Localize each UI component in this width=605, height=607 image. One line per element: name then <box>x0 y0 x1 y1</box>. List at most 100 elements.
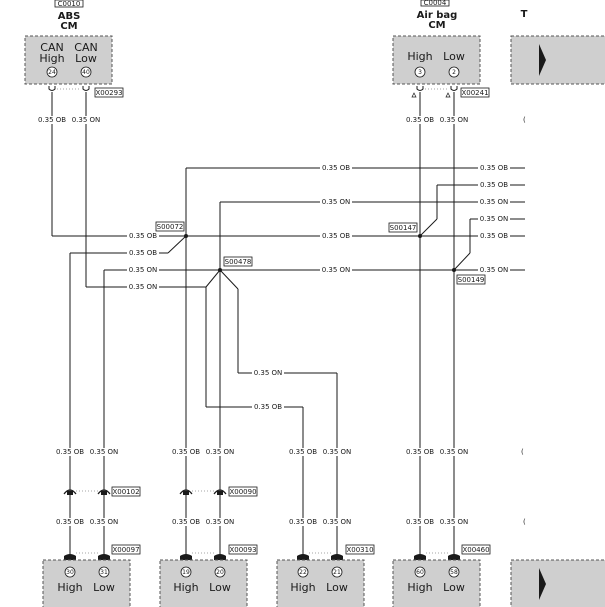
wire-label: 0.35 ON <box>72 116 101 124</box>
bottom-module-3[interactable]: X00310 22 21 High Low <box>276 544 375 607</box>
airbag-pin2-number: 2 <box>452 69 456 76</box>
abs-component-id: C0010 <box>58 0 81 8</box>
bottom-module-2[interactable]: X00093 19 20 High Low <box>159 544 258 607</box>
wire-label: 0.35 OB <box>480 181 508 189</box>
abs-connector: X00293 <box>48 86 124 98</box>
inline-connector-x00090: X00090 <box>179 486 258 497</box>
wire-label: 0.35 ON <box>322 198 351 206</box>
airbag-component-id: C0004 <box>424 0 447 7</box>
wire-label: 0.35 ON <box>254 369 283 377</box>
wire-label: 0.35 OB <box>56 448 84 456</box>
wire-labels: 0.35 OB 0.35 ON 0.35 OB 0.35 ON ( 0.35 O… <box>35 116 526 526</box>
pin-label: High <box>57 581 82 594</box>
inline-connector-id: X00090 <box>229 488 256 496</box>
arrow-right-icon <box>539 568 546 600</box>
wires <box>51 92 525 560</box>
splice-dots <box>184 234 456 272</box>
abs-connector-id: X00293 <box>95 89 122 97</box>
wire-label: 0.35 ON <box>480 198 509 206</box>
arrow-right-icon <box>539 44 546 76</box>
pin-number: 31 <box>100 569 108 576</box>
airbag-subtitle: CM <box>428 20 445 31</box>
inline-connector-id: X00102 <box>112 488 139 496</box>
wire-label: 0.35 OB <box>289 518 317 526</box>
abs-pin1-number: 24 <box>48 69 56 76</box>
abs-subtitle: CM <box>60 21 77 32</box>
splice-s00072: S00072 <box>157 223 184 231</box>
wire-label: 0.35 OB <box>289 448 317 456</box>
wire-label: 0.35 ON <box>206 448 235 456</box>
wire-label: 0.35 OB <box>406 116 434 124</box>
airbag-title: Air bag <box>417 10 458 21</box>
airbag-cm-module[interactable]: C0004 Air bag CM High Low 3 2 <box>392 0 481 85</box>
wire-label: 0.35 OB <box>406 518 434 526</box>
pin-number: 30 <box>66 569 74 576</box>
wire-label: 0.35 ON <box>129 266 158 274</box>
pin-label: Low <box>326 581 348 594</box>
wire-label: 0.35 OB <box>406 448 434 456</box>
wire-label: 0.35 ON <box>480 266 509 274</box>
connector-id: X00460 <box>462 546 489 554</box>
splice-labels: S00072 S00478 S00147 S00149 <box>155 221 486 285</box>
cut-marker: ( <box>521 448 524 456</box>
bottom-module-4[interactable]: X00460 60 58 High Low <box>392 544 491 607</box>
pin-label: High <box>290 581 315 594</box>
wire-label: 0.35 OB <box>129 232 157 240</box>
pin-number: 22 <box>299 569 307 576</box>
pin-label: Low <box>209 581 231 594</box>
wire-label: 0.35 OB <box>480 232 508 240</box>
pin-number: 58 <box>450 569 458 576</box>
connector-id: X00310 <box>346 546 373 554</box>
wire-label: 0.35 ON <box>322 266 351 274</box>
pin-number: 19 <box>182 569 190 576</box>
wire-label: 0.35 OB <box>38 116 66 124</box>
abs-pin2-label1: CAN <box>74 41 97 54</box>
connector-id: X00097 <box>112 546 139 554</box>
abs-pin2-label2: Low <box>75 52 97 65</box>
wire-label: 0.35 ON <box>129 283 158 291</box>
right-cut-title: T <box>521 9 528 20</box>
wire-label: 0.35 ON <box>440 518 469 526</box>
wire-label: 0.35 OB <box>56 518 84 526</box>
airbag-connector: X00241 <box>411 86 490 98</box>
wire-label: 0.35 OB <box>129 249 157 257</box>
cut-marker: ( <box>523 518 526 526</box>
wire-label: 0.35 OB <box>480 164 508 172</box>
wire-label: 0.35 ON <box>90 448 119 456</box>
wire-label: 0.35 ON <box>323 518 352 526</box>
bottom-module-1[interactable]: X00097 30 31 High Low <box>42 544 141 607</box>
wire-label: 0.35 OB <box>172 518 200 526</box>
wire-label: 0.35 ON <box>480 215 509 223</box>
airbag-pin2-label: Low <box>443 50 465 63</box>
inline-connector-x00102: X00102 <box>63 486 141 497</box>
wire-label: 0.35 ON <box>323 448 352 456</box>
pin-number: 20 <box>216 569 224 576</box>
splice-s00147: S00147 <box>390 224 417 232</box>
cut-marker: ( <box>523 116 526 124</box>
wire-label: 0.35 ON <box>440 448 469 456</box>
right-cut-module-top: T <box>510 9 605 85</box>
pin-label: High <box>407 581 432 594</box>
airbag-connector-id: X00241 <box>461 89 488 97</box>
wire-label: 0.35 ON <box>206 518 235 526</box>
airbag-pin1-number: 3 <box>418 69 422 76</box>
abs-pin2-number: 40 <box>82 69 90 76</box>
abs-pin1-label1: CAN <box>40 41 63 54</box>
right-cut-module-bottom <box>510 559 605 607</box>
wire-label: 0.35 OB <box>172 448 200 456</box>
pin-label: Low <box>443 581 465 594</box>
pin-number: 21 <box>333 569 341 576</box>
wire-label: 0.35 OB <box>322 164 350 172</box>
wire-label: 0.35 ON <box>90 518 119 526</box>
wire-label: 0.35 OB <box>254 403 282 411</box>
abs-cm-module[interactable]: C0010 ABS CM CAN High CAN Low 24 40 <box>24 0 113 85</box>
wire-label: 0.35 ON <box>440 116 469 124</box>
pin-number: 60 <box>416 569 424 576</box>
abs-pin1-label2: High <box>39 52 64 65</box>
splice-s00149: S00149 <box>458 276 485 284</box>
splice-s00478: S00478 <box>225 258 252 266</box>
pin-label: Low <box>93 581 115 594</box>
airbag-pin1-label: High <box>407 50 432 63</box>
wire-label: 0.35 OB <box>322 232 350 240</box>
